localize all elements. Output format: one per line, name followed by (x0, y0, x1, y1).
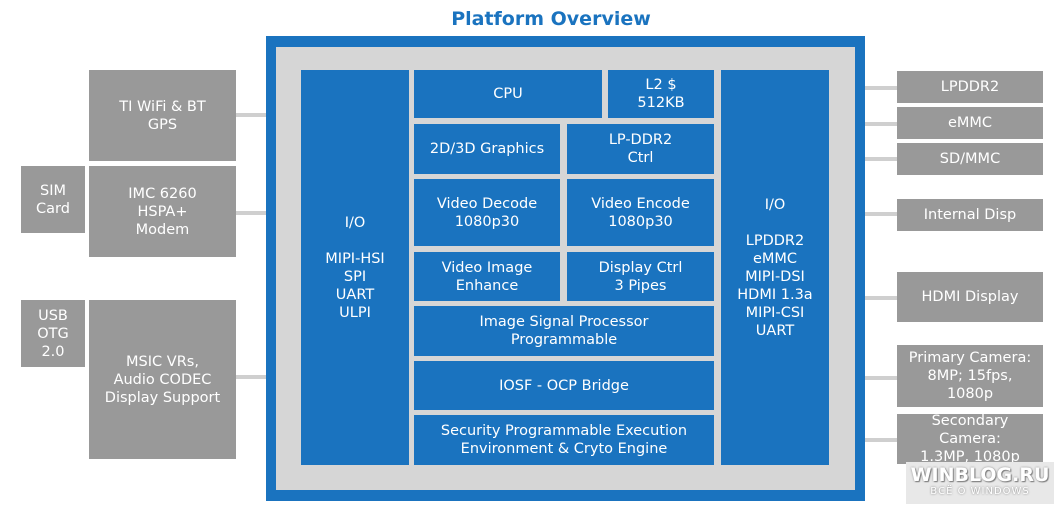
wire-secondary-cam (864, 438, 900, 442)
sdmmc-box: SD/MMC (897, 143, 1043, 175)
security-engine-block: Security Programmable Execution Environm… (414, 415, 714, 465)
lpddr2-ctrl-block: LP-DDR2 Ctrl (567, 124, 714, 174)
l2-cache-block: L2 $ 512KB (608, 70, 714, 118)
wire-internal-disp (864, 212, 900, 216)
video-enhance-block: Video Image Enhance (414, 252, 560, 301)
sim-card-box: SIM Card (21, 166, 85, 233)
primary-camera-box: Primary Camera: 8MP; 15fps, 1080p (897, 345, 1043, 407)
wire-wifi (236, 113, 268, 117)
wire-hdmi (864, 296, 900, 300)
internal-display-box: Internal Disp (897, 199, 1043, 231)
io-right-block: I/O LPDDR2 eMMC MIPI-DSI HDMI 1.3a MIPI-… (721, 70, 829, 465)
msic-box: MSIC VRs, Audio CODEC Display Support (89, 300, 236, 459)
lpddr2-memory-box: LPDDR2 (897, 71, 1043, 103)
isp-block: Image Signal Processor Programmable (414, 306, 714, 356)
cpu-block: CPU (414, 70, 602, 118)
wire-primary-cam (864, 376, 900, 380)
wire-msic (236, 375, 268, 379)
watermark-sub-text: ВСЁ О WINDOWS (930, 486, 1030, 497)
display-ctrl-block: Display Ctrl 3 Pipes (567, 252, 714, 301)
iosf-bridge-block: IOSF - OCP Bridge (414, 361, 714, 410)
secondary-camera-box: Secondary Camera: 1.3MP, 1080p (897, 413, 1043, 465)
diagram-title: Platform Overview (451, 8, 651, 30)
wire-modem (236, 211, 268, 215)
modem-box: IMC 6260 HSPA+ Modem (89, 166, 236, 257)
io-left-block: I/O MIPI-HSI SPI UART ULPI (301, 70, 409, 465)
video-decode-block: Video Decode 1080p30 (414, 179, 560, 246)
usb-otg-box: USB OTG 2.0 (21, 300, 85, 367)
emmc-box: eMMC (897, 107, 1043, 139)
video-encode-block: Video Encode 1080p30 (567, 179, 714, 246)
watermark: WINBLOG.RU ВСЁ О WINDOWS (906, 462, 1054, 504)
graphics-block: 2D/3D Graphics (414, 124, 560, 174)
wire-sdmmc (864, 157, 900, 161)
watermark-main-text: WINBLOG.RU (910, 464, 1050, 486)
wifi-bt-gps-box: TI WiFi & BT GPS (89, 70, 236, 161)
hdmi-display-box: HDMI Display (897, 272, 1043, 322)
wire-emmc (864, 122, 900, 126)
wire-lpddr2 (864, 86, 900, 90)
